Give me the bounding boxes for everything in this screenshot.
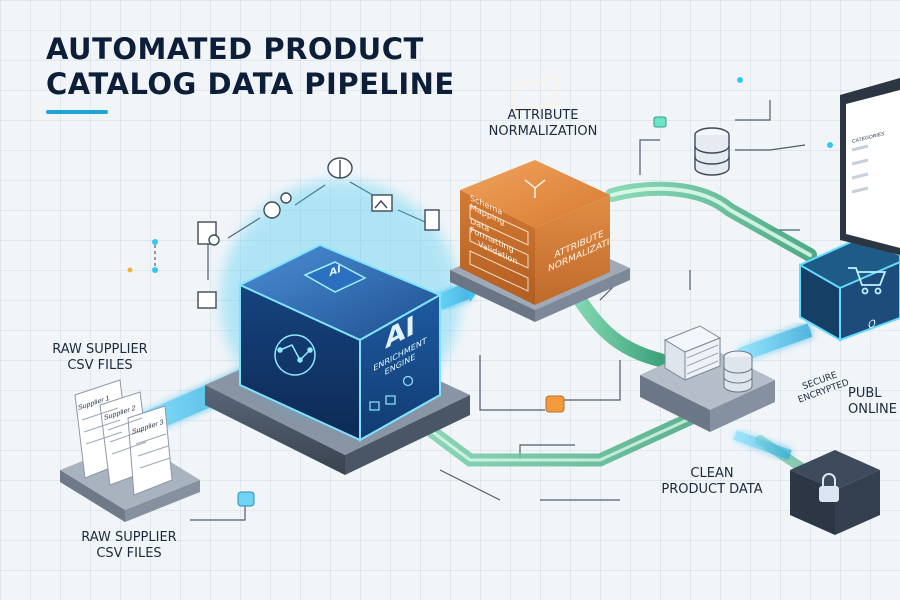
schema-mapping-tag [469, 204, 529, 246]
brain-circuit-icon [274, 334, 316, 376]
connector-nodes [127, 77, 833, 507]
publish-online-label: PUBL ONLINE [848, 386, 897, 417]
data-formatting-tag [469, 227, 529, 269]
floating-icons [197, 157, 440, 309]
document-icon [424, 209, 440, 231]
database-icon [723, 350, 753, 393]
brain-icon [327, 157, 353, 179]
attribute-normalization-cube [460, 77, 610, 305]
image-mini-icon [385, 395, 396, 405]
transform-arrows-icon [512, 77, 558, 198]
gear-icon [263, 192, 292, 219]
gear-mini-icon [402, 375, 414, 387]
lock-icon [819, 473, 839, 502]
title-line-2: CATALOG DATA PIPELINE [46, 67, 455, 101]
csv-files [74, 379, 173, 496]
raw-supplier-label-top: RAW SUPPLIER CSV FILES [52, 342, 148, 373]
diagram-title: AUTOMATED PRODUCT CATALOG DATA PIPELINE [46, 32, 516, 102]
clean-data-platform [640, 325, 775, 432]
online-store-block [798, 236, 900, 342]
ai-chip-icon [303, 261, 367, 293]
attribute-normalization-label: ATTRIBUTE NORMALIZATION [488, 108, 598, 139]
chart-mini-icon [369, 401, 380, 411]
title-line-1: AUTOMATED PRODUCT [46, 32, 424, 66]
cart-icon [848, 267, 887, 295]
process-node-green [653, 116, 667, 128]
title-underline [46, 110, 108, 114]
process-node-cyan [237, 491, 255, 507]
photo-icon [197, 291, 217, 309]
search-document-icon [197, 221, 220, 246]
raw-supplier-label-bottom: RAW SUPPLIER CSV FILES [81, 530, 177, 561]
catalog-database-icon [694, 127, 730, 176]
validation-tag [469, 250, 529, 292]
ai-enrichment-cube [237, 243, 443, 442]
image-icon [371, 194, 393, 212]
clean-product-data-label: CLEAN PRODUCT DATA [661, 466, 763, 497]
process-node-orange [545, 395, 565, 413]
document-stack [663, 325, 722, 381]
secure-lock-block [790, 450, 880, 535]
storefront-device [840, 78, 900, 255]
